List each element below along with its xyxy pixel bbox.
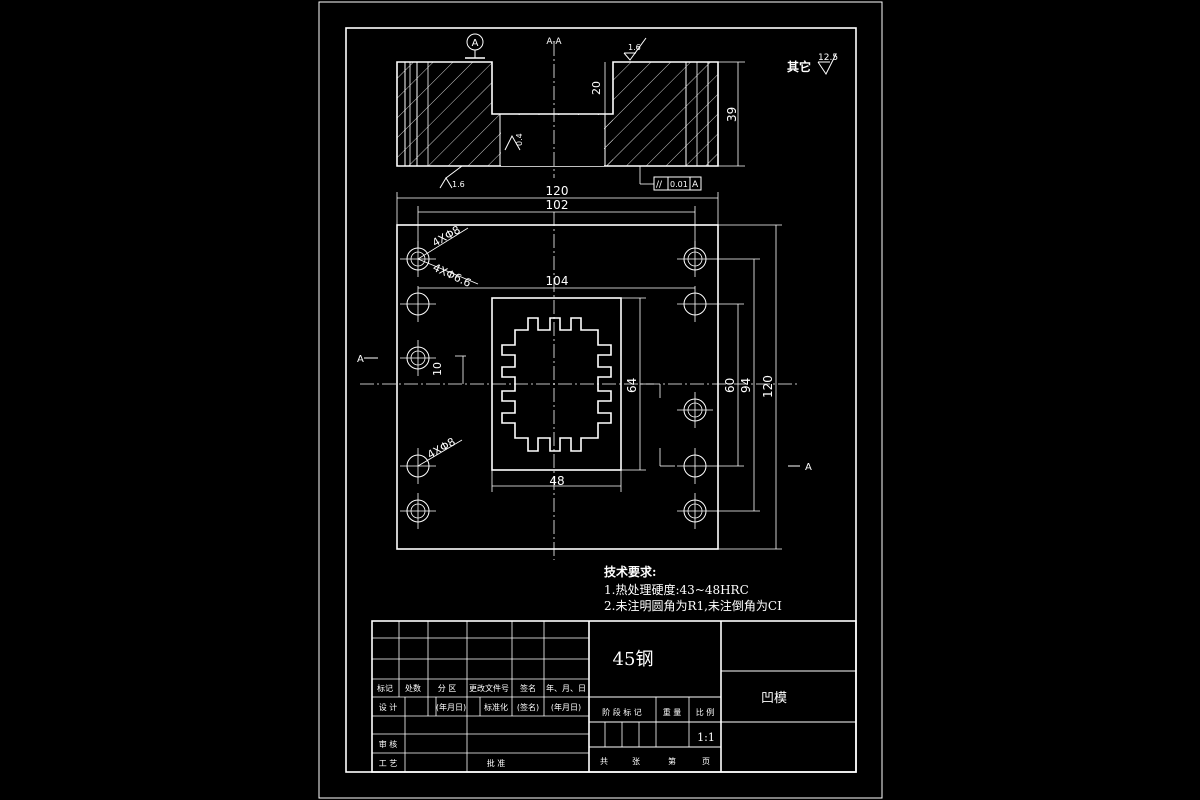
- dim-64: 64: [625, 378, 639, 393]
- sheet-total: 共: [600, 757, 608, 766]
- roughness-wall: 0.4: [515, 133, 524, 146]
- dim-height: 39: [725, 107, 739, 122]
- notes-line-1: 1.热处理硬度:43~48HRC: [604, 582, 749, 597]
- title-block-lines: [371, 620, 857, 773]
- material: 45钢: [613, 649, 654, 670]
- hole-callout-2: 4XΦ6.6: [431, 261, 473, 290]
- tolerance-value: 0.01: [670, 180, 688, 189]
- standard-sign: (签名): [517, 702, 539, 712]
- sheet-no: 第: [668, 756, 676, 766]
- title-block-text: 45钢 凹模 1:1 标记 处数 分 区 更改文件号 签名 年、月、日 设 计 …: [377, 649, 787, 768]
- hdr-mark: 标记: [377, 683, 393, 693]
- process-label: 工 艺: [379, 759, 398, 768]
- datum-letter: A: [472, 38, 479, 49]
- dim-10: 10: [431, 362, 444, 376]
- roughness-top: 1.6: [628, 43, 641, 52]
- standard-date: (年月日): [551, 702, 581, 712]
- sheet-page: 页: [702, 757, 710, 766]
- design-label: 设 计: [379, 702, 398, 712]
- hdr-sign: 签名: [520, 683, 536, 693]
- scale-value: 1:1: [697, 731, 715, 744]
- technical-notes: 技术要求: 1.热处理硬度:43~48HRC 2.未注明圆角为R1,未注倒角为C…: [604, 564, 782, 613]
- hdr-zone: 分 区: [438, 684, 457, 693]
- dim-60: 60: [723, 378, 737, 393]
- roughness-bottom: 1.6: [452, 180, 465, 189]
- section-mark-right: A: [805, 462, 812, 473]
- part-name: 凹模: [761, 691, 787, 706]
- sheet-unit: 张: [632, 757, 640, 766]
- stage-label: 阶 段 标 记: [602, 707, 642, 717]
- section-mark-left: A: [357, 354, 364, 365]
- hdr-count: 处数: [405, 683, 421, 693]
- approve-label: 批 准: [487, 758, 506, 768]
- review-label: 审 核: [379, 739, 398, 749]
- design-date: (年月日): [436, 702, 466, 712]
- hdr-change-doc: 更改文件号: [469, 683, 509, 693]
- other-roughness: 其它 12.5: [787, 53, 838, 75]
- dim-104: 104: [546, 274, 569, 288]
- hdr-date: 年、月、日: [546, 683, 586, 693]
- dim-depth: 20: [590, 81, 603, 95]
- other-label: 其它: [787, 59, 811, 74]
- outer-border: [318, 1, 883, 799]
- tolerance-datum: A: [692, 180, 699, 190]
- hole-callout-1: 4XΦ8: [430, 223, 463, 249]
- weight-label: 重 量: [663, 707, 682, 717]
- hole-callout-3: 4XΦ8: [425, 435, 458, 461]
- section-label: A-A: [546, 37, 562, 47]
- plan-view: [360, 192, 800, 560]
- notes-title: 技术要求:: [604, 564, 656, 579]
- other-value: 12.5: [818, 53, 838, 63]
- dim-102: 102: [546, 198, 569, 212]
- tolerance-symbol: //: [656, 180, 663, 190]
- dim-94: 94: [739, 378, 753, 393]
- dim-120-side: 120: [761, 375, 775, 398]
- standard-label: 标准化: [484, 702, 508, 712]
- notes-line-2: 2.未注明圆角为R1,未注倒角为CI: [604, 598, 782, 613]
- section-view: [396, 33, 745, 191]
- ratio-label: 比 例: [696, 707, 715, 717]
- dim-48: 48: [549, 474, 564, 488]
- dim-width-120: 120: [546, 184, 569, 198]
